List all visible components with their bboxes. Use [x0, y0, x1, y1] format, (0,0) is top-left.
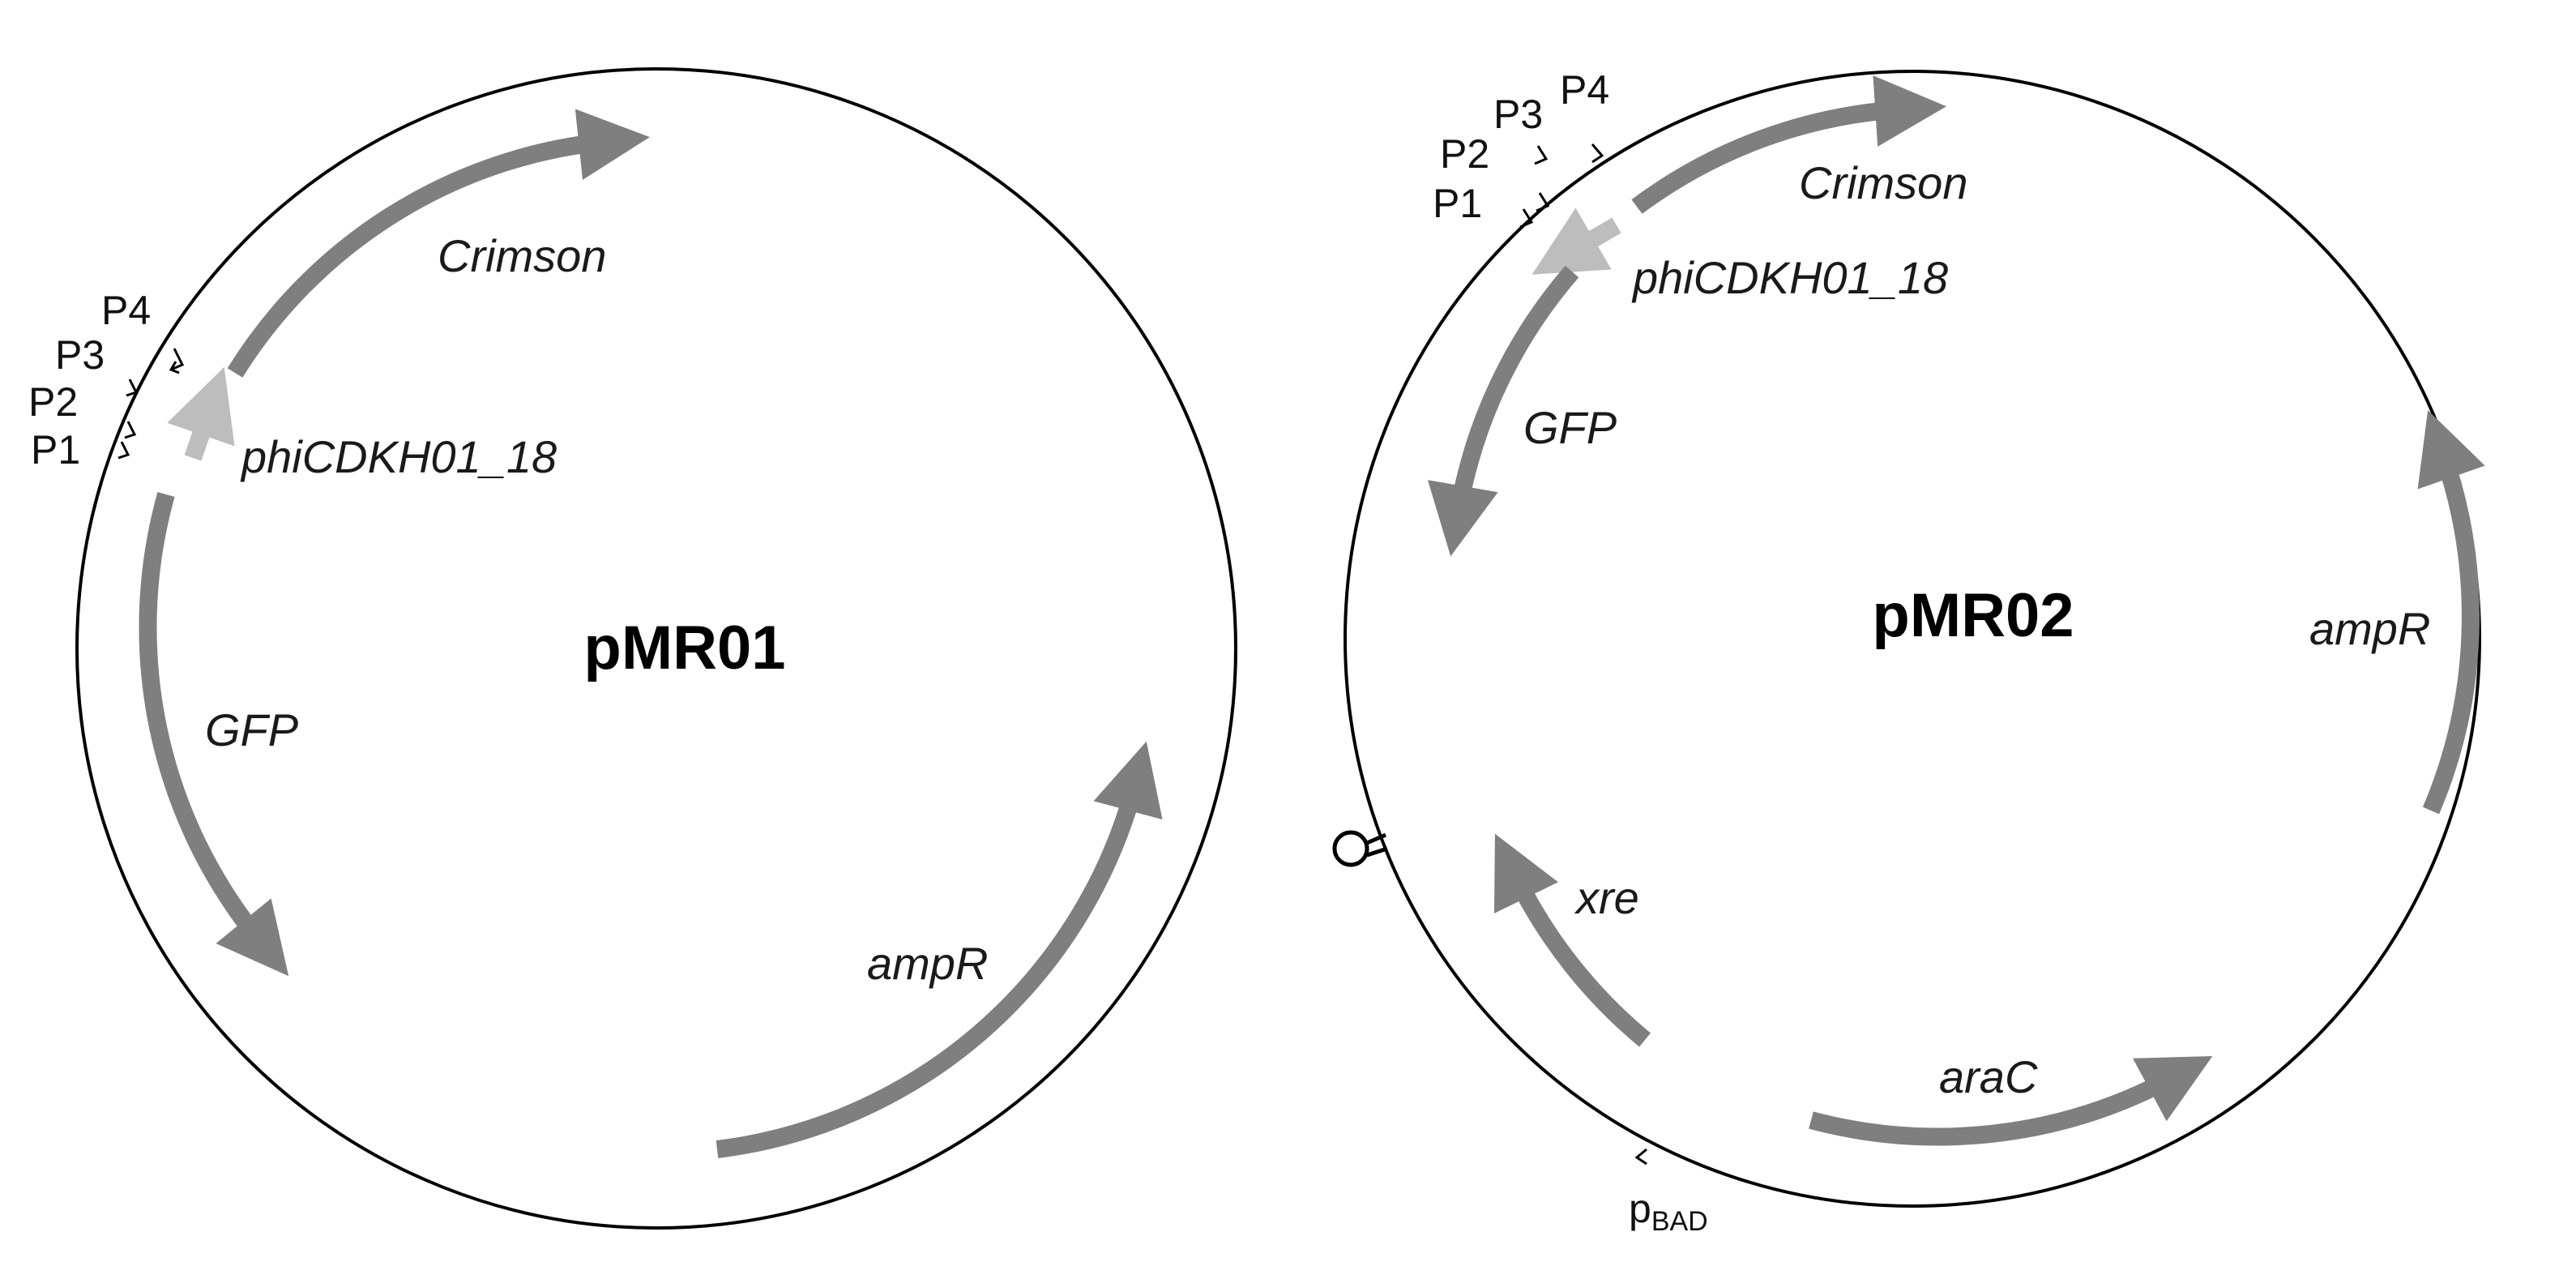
gene-label-ampr: ampR — [2309, 603, 2430, 654]
gene-arrow-phicdkh01-18 — [1532, 207, 1621, 275]
gene-label-xre: xre — [1574, 872, 1639, 923]
promoter-label-p1: P1 — [1433, 181, 1482, 226]
promoter-label-p2: P2 — [1440, 131, 1489, 177]
gene-label-phicdkh01-18: phiCDKH01_18 — [240, 431, 557, 482]
promoter-glyphs — [117, 348, 185, 460]
gene-arrow-ampr — [716, 741, 1163, 1158]
gene-label-gfp: GFP — [1523, 402, 1617, 453]
pbad-subscript: BAD — [1651, 1206, 1708, 1237]
pbad-promoter-label: pBAD — [1629, 1186, 1708, 1237]
gene-label-gfp: GFP — [205, 704, 298, 755]
promoter-label-p1: P1 — [31, 427, 80, 473]
plasmid-pmr02: Crimson phiCDKH01_18 GFP ampR xre araC P… — [1332, 67, 2485, 1237]
promoter-label-p2: P2 — [28, 379, 78, 425]
promoter-label-p3: P3 — [1493, 92, 1543, 137]
gene-arrow-gfp — [1427, 265, 1579, 557]
gene-label-ampr: ampR — [867, 938, 988, 989]
plasmid-backbone — [1344, 70, 2481, 1208]
gene-arrow-ampr — [2417, 409, 2485, 815]
gene-arrow-crimson — [1631, 75, 1947, 214]
gene-arrow-xre — [1493, 833, 1651, 1047]
gene-label-phicdkh01-18: phiCDKH01_18 — [1631, 252, 1948, 303]
promoter-label-p3: P3 — [55, 332, 105, 378]
pbad-main: p — [1629, 1186, 1651, 1231]
gene-label-crimson: Crimson — [438, 230, 606, 281]
gene-arrow-crimson — [227, 109, 650, 378]
gene-label-crimson: Crimson — [1799, 157, 1967, 208]
terminator-icon — [1332, 830, 1388, 867]
plasmid-name: pMR01 — [583, 614, 785, 682]
gene-arrow-phicdkh01-18 — [167, 366, 235, 461]
plasmid-pmr01: Crimson phiCDKH01_18 GFP ampR P4 P3 P2 P… — [28, 67, 1237, 1230]
promoter-label-p4: P4 — [1560, 67, 1609, 113]
gene-label-arac: araC — [1939, 1051, 2038, 1102]
promoter-glyphs — [1519, 143, 1647, 1166]
gene-arrow-arac — [1809, 1055, 2213, 1146]
promoter-label-p4: P4 — [101, 288, 151, 333]
plasmid-name: pMR02 — [1872, 581, 2074, 650]
plasmid-backbone — [75, 67, 1237, 1230]
gene-arrow-gfp — [139, 492, 289, 977]
